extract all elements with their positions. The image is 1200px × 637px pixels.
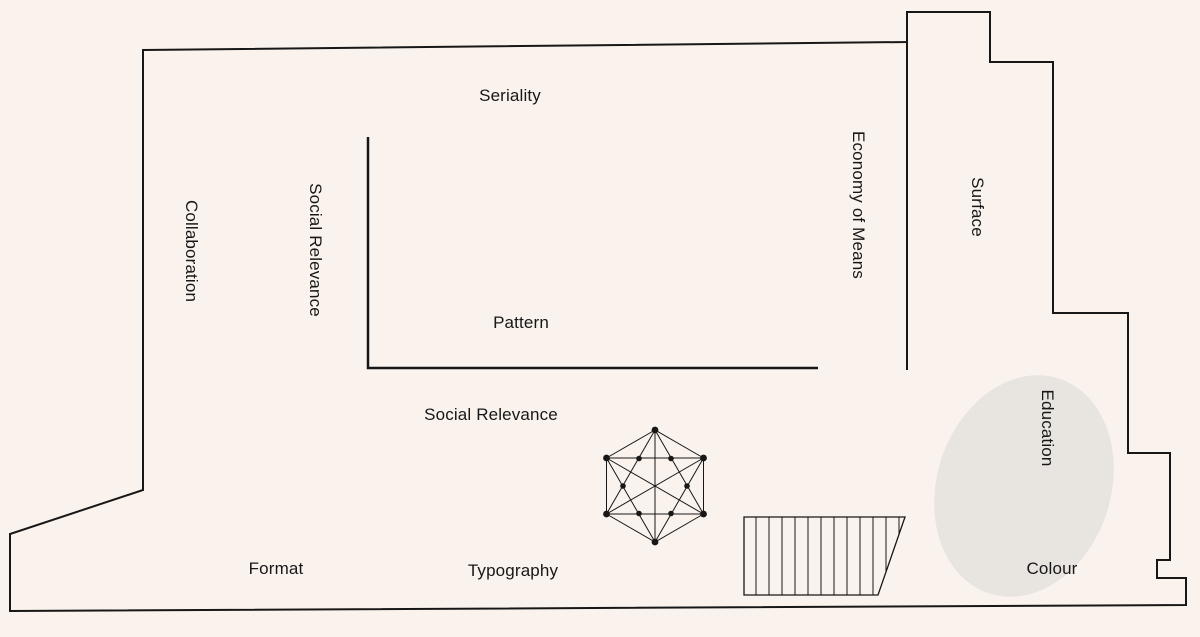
- label-colour: Colour: [1026, 559, 1078, 578]
- label-collaboration: Collaboration: [182, 199, 201, 303]
- plan-outline: [9, 11, 1187, 613]
- label-seriality: Seriality: [479, 86, 541, 105]
- label-pattern: Pattern: [493, 313, 549, 332]
- ramp-stripes: [755, 517, 900, 595]
- ramp-outline: [743, 516, 906, 596]
- network-graph-nodes: [603, 426, 707, 546]
- label-social-relevance-lower: Social Relevance: [424, 405, 558, 424]
- striped-ramp-shape: [743, 516, 906, 596]
- label-typography: Typography: [467, 561, 559, 580]
- label-education: Education: [1038, 389, 1057, 467]
- highlight-ellipse: [934, 375, 1114, 597]
- inner-room-wall: [366, 137, 818, 370]
- network-graph-icon: [603, 426, 707, 546]
- label-social-relevance-upper: Social Relevance: [306, 183, 325, 317]
- label-surface: Surface: [968, 177, 987, 237]
- label-format: Format: [248, 559, 304, 578]
- label-economy-of-means: Economy of Means: [849, 131, 868, 279]
